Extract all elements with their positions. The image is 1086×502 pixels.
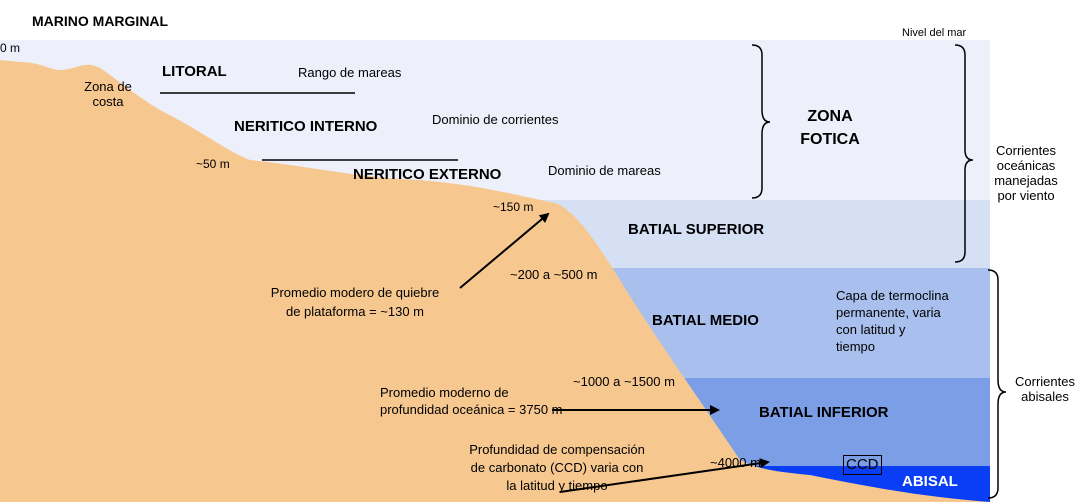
quiebre-arrow (459, 212, 550, 289)
corrientes-viento-line-1: Corrientes (996, 143, 1056, 158)
thermocline-line-2: permanente, varia (836, 305, 941, 320)
depth-4000m: ~4000 m (710, 455, 761, 470)
ccd-note-line-3: la latitud y tiempo (506, 478, 608, 493)
thermocline-line-1: Capa de termoclina (836, 288, 949, 303)
quiebre-line-1: Promedio modero de quiebre (270, 285, 440, 300)
sea-level-label: Nivel del mar (902, 27, 967, 39)
zona-costa-line-2: costa (92, 93, 124, 109)
abisal-label: ABISAL (902, 473, 958, 490)
neritico-externo-label: NERITICO EXTERNO (353, 166, 502, 183)
thermocline-line-4: tiempo (836, 339, 876, 354)
depth-150m: ~150 m (493, 200, 534, 214)
batial-medio-label: BATIAL MEDIO (652, 312, 759, 329)
diagram-title: MARINO MARGINAL (32, 13, 169, 29)
corrientes-viento-line-2: oceánicas (996, 157, 1056, 173)
profundidad-line-2: profundidad oceánica = 3750 m (380, 402, 563, 417)
profundidad-line-1: Promedio moderno de (380, 385, 509, 400)
corrientes-abisales-line-2: abisales (1021, 388, 1069, 404)
depth-0m: 0 m (0, 41, 21, 55)
ccd-note-line-2: de carbonato (CCD) varia con (470, 460, 644, 475)
litoral-label: LITORAL (162, 63, 227, 80)
batial-inferior-label: BATIAL INFERIOR (759, 404, 889, 421)
thermocline-label: Capa de termoclina permanente, varia con… (836, 287, 949, 355)
dominio-mareas-label: Dominio de mareas (548, 163, 661, 178)
depth-1000-1500m: ~1000 a ~1500 m (573, 374, 675, 389)
zona-fotica-line-2: FOTICA (800, 131, 860, 148)
zona-fotica-line-1: ZONA (807, 108, 853, 125)
corrientes-viento-line-3: manejadas (994, 172, 1058, 188)
thermocline-line-3: con latitud y (836, 322, 906, 337)
quiebre-annotation: Promedio modero de quiebre de plataforma… (240, 283, 470, 321)
corrientes-viento-line-4: por viento (997, 187, 1055, 203)
quiebre-line-2: de plataforma = ~130 m (285, 304, 425, 319)
ccd-box-label: CCD (843, 455, 882, 475)
corrientes-abisales-label: Corrientes abisales (1006, 374, 1084, 405)
depth-200-500m: ~200 a ~500 m (510, 267, 598, 282)
corrientes-abisales-line-1: Corrientes (1015, 374, 1075, 389)
corrientes-viento-label: Corrientes oceánicas manejadas por vient… (970, 143, 1082, 204)
depth-50m: ~50 m (196, 157, 230, 171)
zona-costa-line-1: Zona de (84, 79, 132, 94)
dominio-corrientes-label: Dominio de corrientes (432, 112, 559, 127)
rango-mareas-label: Rango de mareas (298, 65, 402, 80)
seafloor-profile (0, 60, 990, 502)
corrientes-abisales-brace (987, 269, 1007, 499)
ccd-annotation: Profundidad de compensación de carbonato… (442, 441, 672, 495)
zona-costa-label: Zona de costa (78, 79, 138, 110)
neritico-interno-label: NERITICO INTERNO (234, 118, 378, 135)
zona-fotica-brace (751, 44, 771, 199)
ccd-note-line-1: Profundidad de compensación (469, 442, 645, 457)
ccd-arrow (559, 458, 770, 493)
zona-fotica-label: ZONA FOTICA (790, 105, 870, 151)
batial-superior-label: BATIAL SUPERIOR (628, 221, 765, 238)
batial-superior-water (540, 200, 990, 268)
profundidad-annotation: Promedio moderno de profundidad oceánica… (380, 384, 563, 418)
corrientes-viento-brace (954, 44, 974, 263)
